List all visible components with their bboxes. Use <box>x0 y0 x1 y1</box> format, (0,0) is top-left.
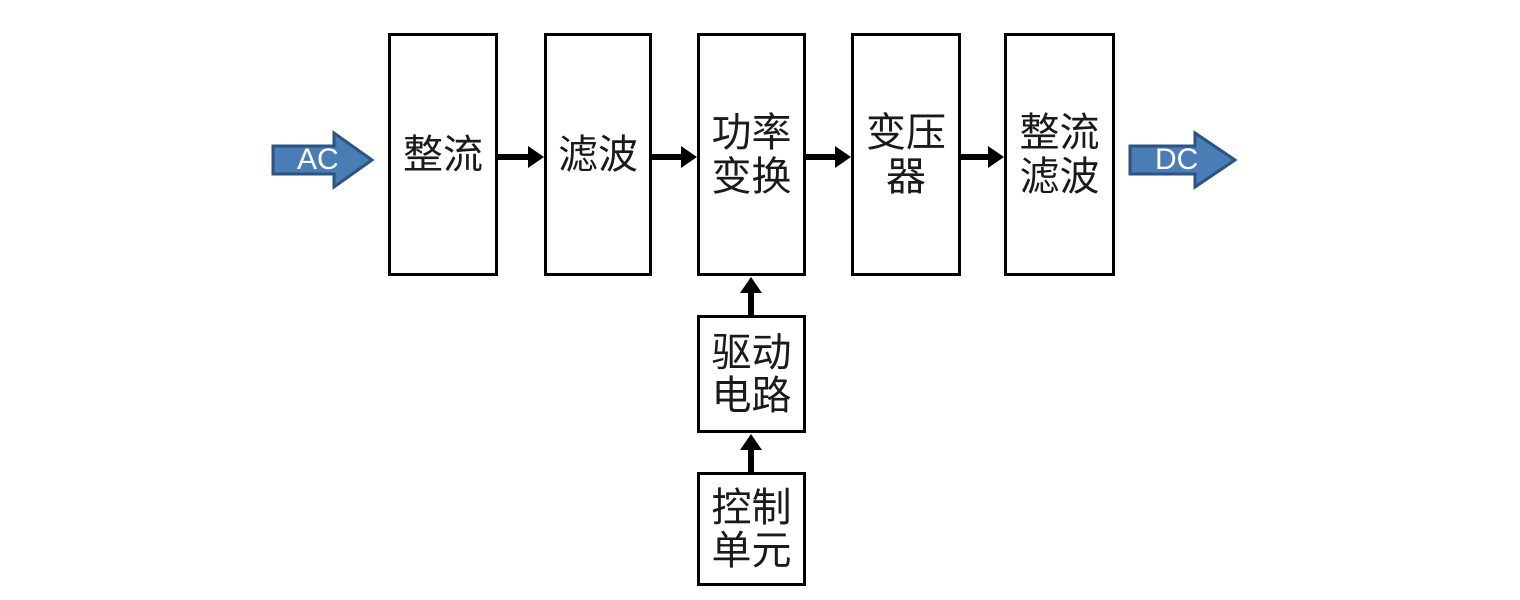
block-drive-circuit[interactable]: 驱动 电路 <box>697 315 806 433</box>
block-transformer[interactable]: 变压 器 <box>851 33 961 276</box>
connector-shaft <box>498 154 528 160</box>
arrowhead-icon <box>835 146 851 168</box>
ac-input-label: AC <box>297 143 339 176</box>
block-filter[interactable]: 滤波 <box>544 33 652 276</box>
connector-shaft <box>652 154 681 160</box>
block-transformer-label: 变压 器 <box>866 110 946 199</box>
block-rectifier[interactable]: 整流 <box>388 33 498 276</box>
ac-input-arrow: AC <box>271 130 375 190</box>
arrowhead-icon <box>740 434 762 450</box>
block-rectifier-filter-label: 整流 滤波 <box>1019 110 1100 199</box>
connector-shaft <box>748 290 754 315</box>
block-rectifier-filter[interactable]: 整流 滤波 <box>1004 33 1115 276</box>
arrowhead-icon <box>740 277 762 293</box>
block-rectifier-label: 整流 <box>403 131 483 177</box>
block-drive-circuit-label: 驱动 电路 <box>711 329 792 418</box>
arrowhead-icon <box>528 146 544 168</box>
block-control-unit-label: 控制 单元 <box>711 484 792 573</box>
connector-shaft <box>961 154 988 160</box>
arrowhead-icon <box>681 146 697 168</box>
connector-shaft <box>806 154 835 160</box>
block-control-unit[interactable]: 控制 单元 <box>697 472 806 586</box>
connector-shaft <box>748 447 754 472</box>
dc-output-arrow: DC <box>1128 130 1238 190</box>
block-power-conversion-label: 功率 变换 <box>711 110 792 199</box>
block-power-conversion[interactable]: 功率 变换 <box>697 33 806 276</box>
block-filter-label: 滤波 <box>558 131 638 177</box>
dc-output-label: DC <box>1155 143 1199 176</box>
arrowhead-icon <box>988 146 1004 168</box>
